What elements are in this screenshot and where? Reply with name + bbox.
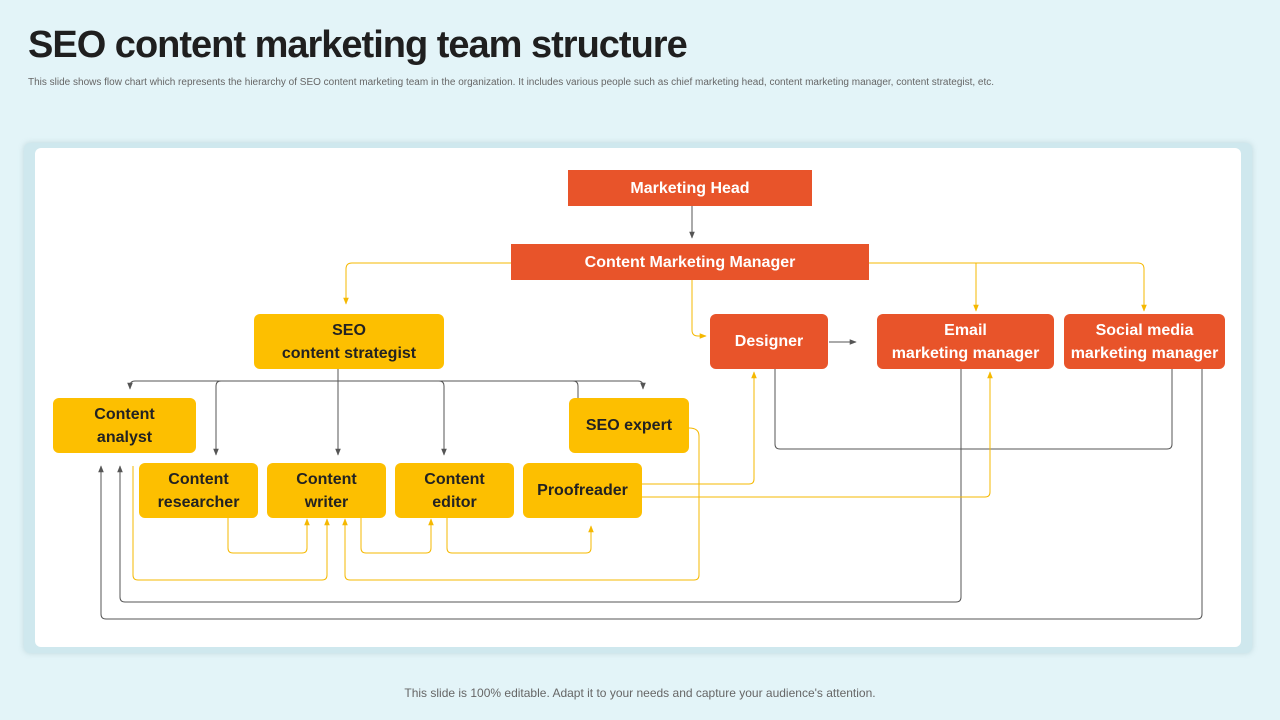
connector-email-to-analyst: [117, 369, 962, 603]
node-content-researcher: Content researcher: [139, 463, 258, 518]
node-content-marketing-manager: Content Marketing Manager: [511, 244, 869, 280]
node-label: Social media marketing manager: [1070, 321, 1219, 362]
connector-researcher-to-writer: [227, 518, 310, 554]
connector-manager-to-strategist: [343, 262, 511, 305]
node-label: Marketing Head: [630, 179, 750, 197]
connector-writer-to-editor: [360, 518, 434, 554]
node-label: Content researcher: [157, 470, 240, 511]
connector-bus-to-researcher: [213, 380, 222, 456]
connector-proofreader-to-email: [642, 371, 993, 498]
node-social-media-marketing-manager: Social media marketing manager: [1064, 314, 1225, 369]
connector-bus-to-seo-expert-drop: [572, 380, 579, 398]
page-title: SEO content marketing team structure: [28, 24, 688, 66]
node-label: SEO content strategist: [281, 321, 417, 362]
connector-seo-expert-to-writer: [342, 427, 700, 581]
node-email-marketing-manager: Email marketing manager: [877, 314, 1054, 369]
page-subtitle: This slide shows flow chart which repres…: [28, 77, 995, 88]
node-label: Email marketing manager: [891, 321, 1040, 362]
node-label: Content analyst: [94, 405, 155, 446]
node-content-writer: Content writer: [267, 463, 386, 518]
connector-analyst-to-writer: [132, 466, 330, 581]
node-seo-expert: SEO expert: [569, 398, 689, 453]
connector-designer-social-loop: [774, 369, 1173, 450]
connector-social-to-analyst: [98, 369, 1203, 620]
connector-strategist-bus: [129, 380, 644, 389]
diagram-panel: [35, 148, 1241, 647]
connector-manager-to-designer: [691, 280, 707, 339]
footer-note: This slide is 100% editable. Adapt it to…: [404, 686, 876, 700]
node-label: Designer: [734, 333, 804, 350]
node-label: Content editor: [424, 470, 485, 511]
connector-manager-to-social: [976, 262, 1147, 312]
node-designer: Designer: [710, 314, 828, 369]
connector-editor-to-proofreader: [446, 518, 594, 554]
node-content-editor: Content editor: [395, 463, 514, 518]
node-proofreader: Proofreader: [523, 463, 642, 518]
connector-bus-to-editor: [438, 380, 447, 456]
node-label: Proofreader: [537, 482, 628, 499]
node-marketing-head: Marketing Head: [568, 170, 812, 206]
node-label: Content writer: [296, 470, 357, 511]
connector-proofreader-to-designer: [642, 371, 757, 485]
node-label: Content Marketing Manager: [584, 253, 796, 271]
node-seo-content-strategist: SEO content strategist: [254, 314, 444, 369]
node-label: SEO expert: [585, 417, 673, 434]
node-content-analyst: Content analyst: [53, 398, 196, 453]
connector-manager-to-email: [869, 262, 979, 312]
